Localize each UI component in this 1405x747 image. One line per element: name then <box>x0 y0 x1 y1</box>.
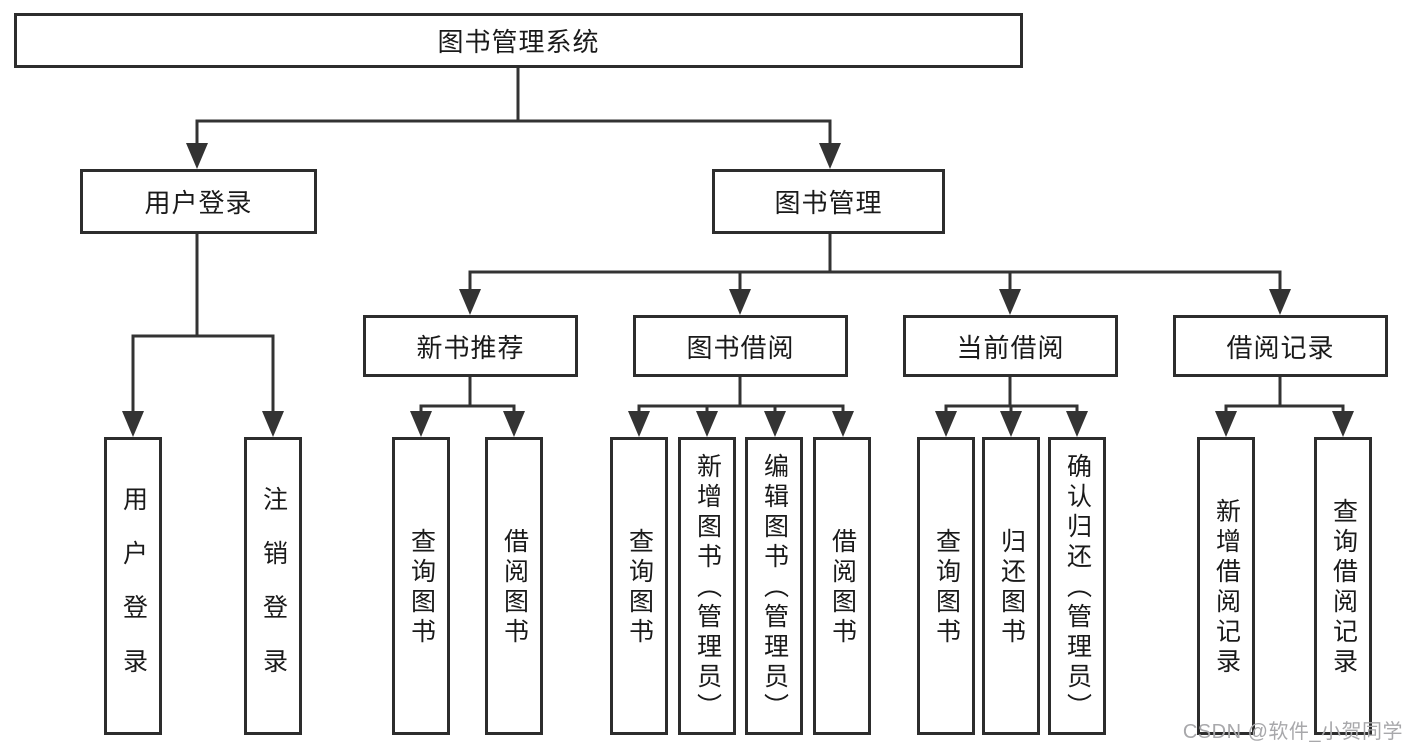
leaf-label: 查询借阅记录 <box>1329 498 1358 678</box>
node-module-label: 当前借阅 <box>956 332 1065 363</box>
leaf-return-books: 归还图书 <box>982 437 1040 735</box>
leaf-label: 查询图书 <box>932 528 961 648</box>
leaf-edit-books-admin: 编辑图书（管理员） <box>745 437 803 735</box>
leaf-borrow-books-newbook: 借阅图书 <box>485 437 543 735</box>
leaf-label: 新增借阅记录 <box>1212 498 1241 678</box>
node-user-login: 用户登录 <box>80 169 317 234</box>
node-book-management-label: 图书管理 <box>774 188 883 218</box>
node-module-label: 图书借阅 <box>686 332 795 363</box>
leaf-label: 查询图书 <box>625 528 654 648</box>
leaf-label: 借阅图书 <box>828 528 857 648</box>
node-module-label: 借阅记录 <box>1226 332 1335 363</box>
node-current-borrow: 当前借阅 <box>903 315 1118 377</box>
tree-edges <box>131 66 1345 417</box>
leaf-query-books-newbook: 查询图书 <box>392 437 450 735</box>
leaf-label: 编辑图书（管理员） <box>760 453 789 723</box>
leaf-label: 借阅图书 <box>500 528 529 648</box>
node-new-book-recommend: 新书推荐 <box>363 315 578 377</box>
leaf-label: 用户登录 <box>119 486 148 702</box>
leaf-confirm-return-admin: 确认归还（管理员） <box>1048 437 1106 735</box>
leaf-label: 新增图书（管理员） <box>693 453 722 723</box>
arrowheads <box>122 143 1354 437</box>
node-user-login-label: 用户登录 <box>144 188 253 218</box>
leaf-query-books-current: 查询图书 <box>917 437 975 735</box>
leaf-add-borrow-record: 新增借阅记录 <box>1197 437 1255 735</box>
node-borrow-records: 借阅记录 <box>1173 315 1388 377</box>
leaf-add-books-admin: 新增图书（管理员） <box>678 437 736 735</box>
node-book-management: 图书管理 <box>712 169 945 234</box>
node-root-label: 图书管理系统 <box>437 27 600 57</box>
leaf-label: 确认归还（管理员） <box>1063 453 1092 723</box>
leaf-borrow-books: 借阅图书 <box>813 437 871 735</box>
leaf-query-books-borrow: 查询图书 <box>610 437 668 735</box>
leaf-user-login: 用户登录 <box>104 437 162 735</box>
leaf-logout: 注销登录 <box>244 437 302 735</box>
leaf-query-borrow-record: 查询借阅记录 <box>1314 437 1372 735</box>
leaf-label: 查询图书 <box>407 528 436 648</box>
node-book-borrow: 图书借阅 <box>633 315 848 377</box>
node-module-label: 新书推荐 <box>416 332 525 363</box>
leaf-label: 归还图书 <box>997 528 1026 648</box>
csdn-watermark: CSDN @软件_小贺同学 <box>1182 721 1403 743</box>
leaf-label: 注销登录 <box>259 486 288 702</box>
node-root: 图书管理系统 <box>14 13 1023 68</box>
